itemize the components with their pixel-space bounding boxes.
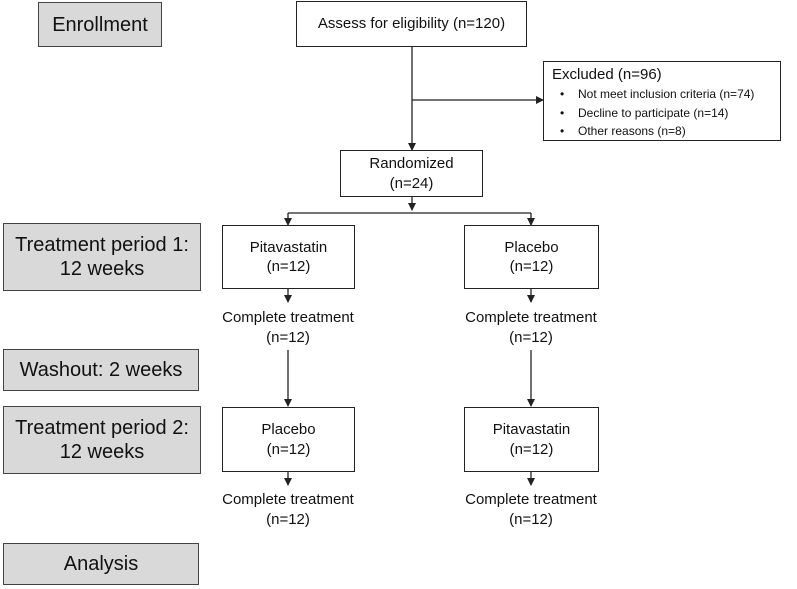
randomized-label: Randomized: [369, 155, 454, 172]
complete1-right: Complete treatment (n=12): [441, 308, 621, 349]
stage-washout-label: Washout: 2 weeks: [19, 359, 183, 381]
exclusion-reasons-list: Not meet inclusion criteria (n=74) Decli…: [552, 85, 774, 141]
period1-left-label: Pitavastatin: [249, 238, 328, 256]
assess-eligibility-label: Assess for eligibility (n=120): [317, 15, 506, 33]
period1-right-box: Placebo (n=12): [464, 225, 599, 289]
exclusion-reason: Decline to participate (n=14): [560, 104, 774, 123]
period2-right-box: Pitavastatin (n=12): [464, 407, 599, 472]
complete2-left: Complete treatment (n=12): [198, 490, 378, 531]
complete1-right-label: Complete treatment: [465, 309, 597, 326]
complete2-left-label: Complete treatment: [222, 491, 354, 508]
exclusion-reason: Not meet inclusion criteria (n=74): [560, 85, 774, 104]
stage-treatment-period-1: Treatment period 1: 12 weeks: [3, 223, 201, 291]
complete1-left-label: Complete treatment: [222, 309, 354, 326]
stage-treatment2-title: Treatment period 2:: [15, 417, 189, 439]
excluded-title: Excluded (n=96): [552, 66, 662, 83]
stage-analysis-label: Analysis: [63, 553, 139, 575]
stage-treatment-period-2: Treatment period 2: 12 weeks: [3, 406, 201, 474]
exclusion-reason: Other reasons (n=8): [560, 122, 774, 141]
period1-left-count: (n=12): [266, 258, 311, 275]
complete1-right-count: (n=12): [509, 329, 553, 347]
complete2-right-label: Complete treatment: [465, 491, 597, 508]
complete1-left-count: (n=12): [266, 329, 310, 347]
stage-treatment2-duration: 12 weeks: [59, 441, 145, 463]
stage-treatment1-duration: 12 weeks: [59, 258, 145, 280]
stage-treatment1-title: Treatment period 1:: [15, 234, 189, 256]
stage-washout: Washout: 2 weeks: [3, 349, 199, 391]
stage-analysis: Analysis: [3, 543, 199, 585]
randomized-box: Randomized (n=24): [340, 150, 483, 197]
complete1-left: Complete treatment (n=12): [198, 308, 378, 349]
stage-enrollment: Enrollment: [38, 2, 162, 47]
complete2-right: Complete treatment (n=12): [441, 490, 621, 531]
period2-left-label: Placebo: [261, 421, 316, 438]
stage-enrollment-label: Enrollment: [52, 13, 148, 36]
period2-left-box: Placebo (n=12): [222, 407, 355, 472]
complete2-left-count: (n=12): [266, 511, 310, 529]
period1-right-count: (n=12): [509, 258, 554, 275]
excluded-box: Excluded (n=96) Not meet inclusion crite…: [543, 61, 781, 141]
period1-left-box: Pitavastatin (n=12): [222, 225, 355, 289]
period2-right-count: (n=12): [509, 440, 554, 458]
period2-left-count: (n=12): [266, 440, 311, 458]
period1-right-label: Placebo: [504, 238, 559, 256]
period2-right-label: Pitavastatin: [492, 421, 571, 438]
complete2-right-count: (n=12): [509, 511, 553, 529]
randomized-count: (n=24): [389, 174, 434, 192]
assess-eligibility-box: Assess for eligibility (n=120): [296, 1, 527, 47]
